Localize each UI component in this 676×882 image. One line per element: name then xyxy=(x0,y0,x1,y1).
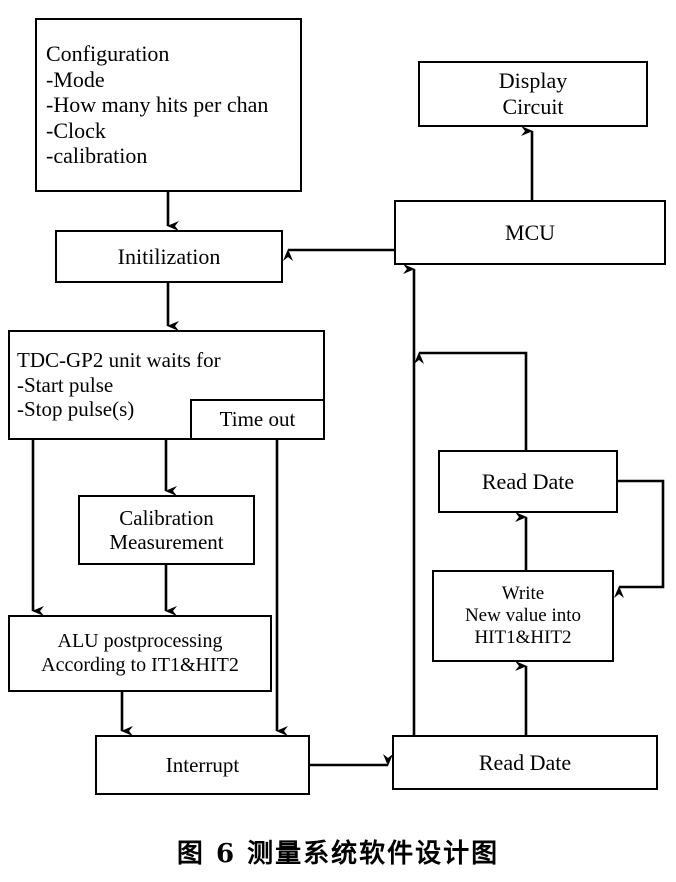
tdc-gp2-line-1: TDC-GP2 unit waits for xyxy=(17,348,221,373)
connector-read-date-top-to-mcu-line xyxy=(414,351,528,450)
configuration-line-3: -How many hits per chan xyxy=(46,92,269,118)
alu-postprocessing-line-1: ALU postprocessing xyxy=(57,630,223,653)
configuration-line-5: -calibration xyxy=(46,143,148,169)
display-circuit-line-2: Circuit xyxy=(502,94,564,119)
configuration-line-2: -Mode xyxy=(46,66,105,92)
read-date-bottom-label: Read Date xyxy=(478,749,572,775)
alu-postprocessing-line-2: According to IT1&HIT2 xyxy=(41,653,239,676)
tdc-gp2-line-2: -Start pulse xyxy=(17,372,114,397)
read-date-top-label: Read Date xyxy=(481,468,575,494)
node-calibration-measurement[interactable]: Calibration Measurement xyxy=(78,495,255,565)
node-alu-postprocessing[interactable]: ALU postprocessing According to IT1&HIT2 xyxy=(8,615,272,692)
node-display-circuit[interactable]: Display Circuit xyxy=(418,61,648,127)
node-interrupt[interactable]: Interrupt xyxy=(95,735,310,795)
node-tdc-gp2[interactable]: TDC-GP2 unit waits for -Start pulse -Sto… xyxy=(8,330,325,440)
node-time-out[interactable]: Time out xyxy=(190,399,325,440)
node-read-date-top[interactable]: Read Date xyxy=(438,450,618,513)
connector-read-date-top-to-write-loop xyxy=(614,479,665,598)
configuration-line-1: Configuration xyxy=(46,41,170,67)
configuration-line-4: -Clock xyxy=(46,117,106,143)
write-hit-line-1: Write xyxy=(501,582,545,604)
write-hit-line-3: HIT1&HIT2 xyxy=(474,627,572,649)
calibration-measurement-line-2: Measurement xyxy=(109,530,224,554)
mcu-label: MCU xyxy=(504,219,556,245)
node-initilization[interactable]: Initilization xyxy=(55,230,283,283)
display-circuit-line-1: Display xyxy=(498,68,568,94)
write-hit-line-2: New value into xyxy=(464,604,582,626)
node-write-hit-values[interactable]: Write New value into HIT1&HIT2 xyxy=(432,570,614,662)
initilization-label: Initilization xyxy=(117,243,221,269)
node-read-date-bottom[interactable]: Read Date xyxy=(392,735,658,790)
tdc-gp2-line-3: -Stop pulse(s) xyxy=(17,397,135,422)
calibration-measurement-line-1: Calibration xyxy=(119,505,214,530)
time-out-label: Time out xyxy=(219,407,296,432)
figure-caption: 图 6 测量系统软件设计图 xyxy=(176,839,500,869)
node-configuration[interactable]: Configuration -Mode -How many hits per c… xyxy=(35,18,302,192)
node-mcu[interactable]: MCU xyxy=(394,200,666,265)
interrupt-label: Interrupt xyxy=(165,752,240,777)
